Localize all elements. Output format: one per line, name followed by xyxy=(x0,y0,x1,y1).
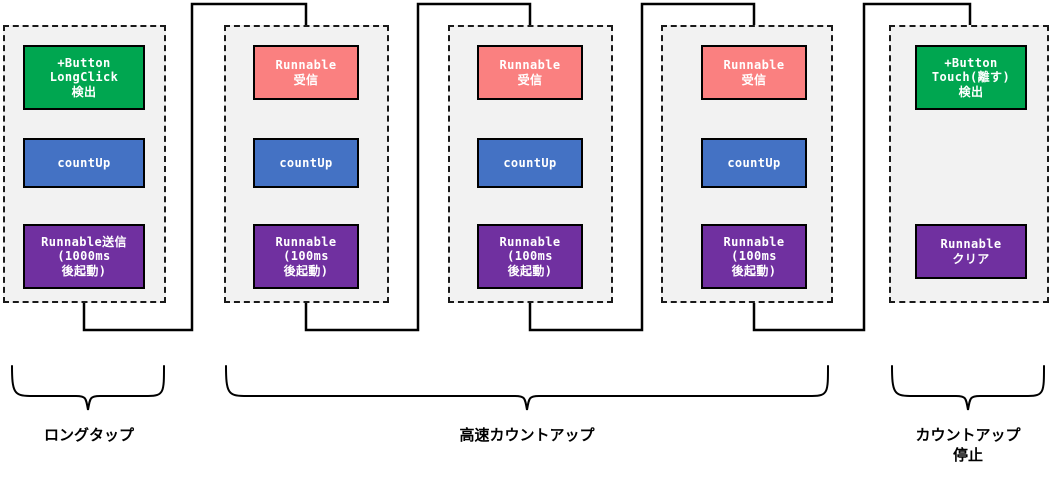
node-runnable-receive-4[interactable]: Runnable 受信 xyxy=(701,45,807,100)
node-countup-1[interactable]: countUp xyxy=(23,138,145,188)
node-runnable-clear[interactable]: Runnable クリア xyxy=(915,224,1027,279)
node-button-touch-release-detect[interactable]: +Button Touch(離す) 検出 xyxy=(915,45,1027,110)
brace-label-fast-countup: 高速カウントアップ xyxy=(459,426,595,444)
brace-label-long-tap: ロングタップ xyxy=(43,426,134,444)
node-countup-3[interactable]: countUp xyxy=(477,138,583,188)
brace-shapes xyxy=(11,365,1045,411)
brace-label-countup-stop: カウントアップ 停止 xyxy=(915,426,1021,465)
node-runnable-100ms-2[interactable]: Runnable (100ms 後起動) xyxy=(253,224,359,289)
node-runnable-100ms-3[interactable]: Runnable (100ms 後起動) xyxy=(477,224,583,289)
node-countup-2[interactable]: countUp xyxy=(253,138,359,188)
node-button-longclick-detect[interactable]: +Button LongClick 検出 xyxy=(23,45,145,110)
node-runnable-send-1000ms[interactable]: Runnable送信 (1000ms 後起動) xyxy=(23,224,145,289)
node-runnable-100ms-4[interactable]: Runnable (100ms 後起動) xyxy=(701,224,807,289)
node-runnable-receive-2[interactable]: Runnable 受信 xyxy=(253,45,359,100)
node-runnable-receive-3[interactable]: Runnable 受信 xyxy=(477,45,583,100)
node-countup-4[interactable]: countUp xyxy=(701,138,807,188)
